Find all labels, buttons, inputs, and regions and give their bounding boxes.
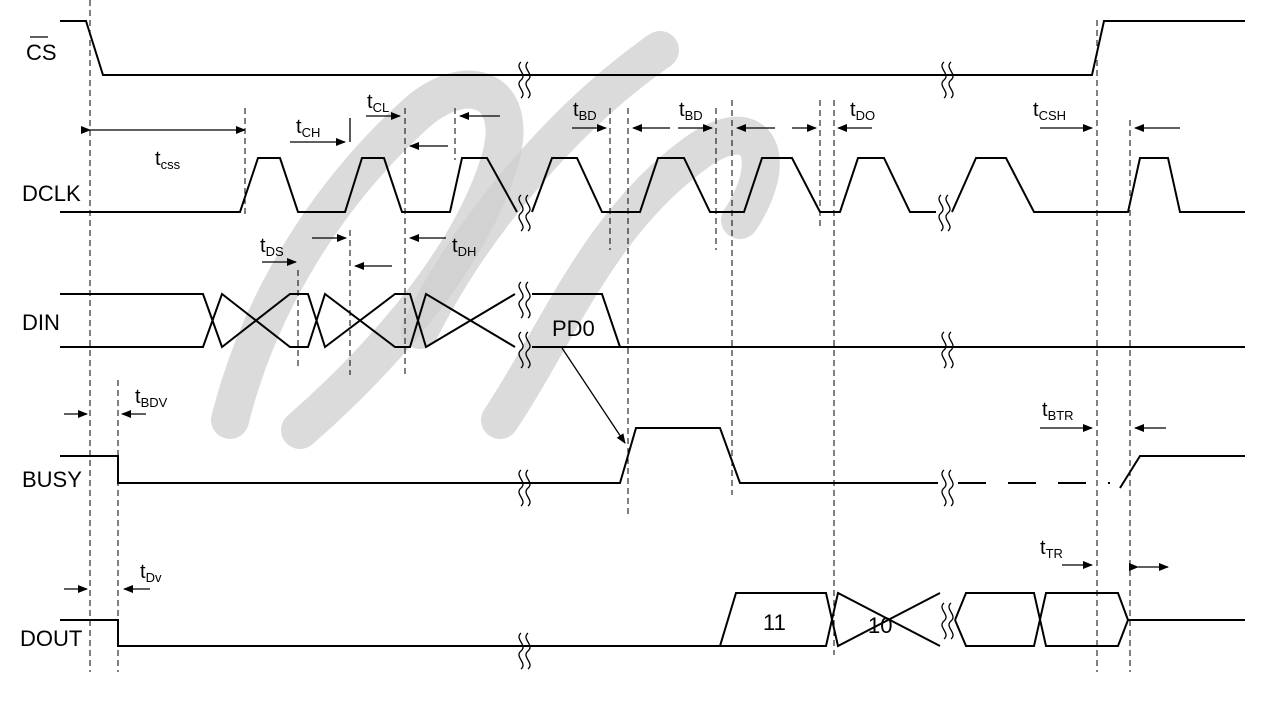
- signal-label-din: DIN: [22, 310, 60, 335]
- label-t-cl: tCL: [367, 91, 389, 115]
- signal-label-dout: DOUT: [20, 626, 82, 651]
- break-symbols: [518, 61, 954, 670]
- label-t-bdv: tBDV: [135, 386, 168, 410]
- dout-bit-11: 11: [763, 610, 786, 635]
- label-t-ch: tCH: [296, 116, 320, 140]
- label-t-css: tcss: [155, 148, 181, 172]
- dout-bit-10: 10: [868, 613, 892, 638]
- din-pd0-label: PD0: [552, 316, 595, 341]
- din-waveform: [60, 292, 1245, 349]
- pd0-to-busy-arrow: [561, 347, 626, 444]
- cs-waveform: [30, 20, 1245, 76]
- signal-label-cs: CS: [26, 40, 57, 65]
- label-t-ds: tDS: [260, 235, 284, 259]
- data-values: PD0 11 10: [552, 316, 892, 638]
- label-t-dv: tDv: [140, 561, 162, 585]
- dout-waveform: [60, 591, 1245, 648]
- dclk-waveform: [60, 157, 1245, 213]
- label-t-tr: tTR: [1040, 537, 1063, 561]
- label-t-do: tDO: [850, 99, 875, 123]
- label-t-bd-2: tBD: [679, 99, 703, 123]
- label-t-bd-1: tBD: [573, 99, 597, 123]
- signal-label-dclk: DCLK: [22, 181, 81, 206]
- busy-waveform: [60, 427, 1245, 489]
- signal-label-busy: BUSY: [22, 467, 82, 492]
- label-t-btr: tBTR: [1042, 399, 1074, 423]
- signal-labels: CS DCLK DIN BUSY DOUT: [20, 40, 82, 651]
- timing-arrows: [64, 112, 1180, 593]
- label-t-dh: tDH: [452, 235, 476, 259]
- label-t-csh: tCSH: [1033, 99, 1066, 123]
- timing-labels: tcss tCH tCL tBD tBD tDO tCSH tDS tDH tB…: [135, 91, 1074, 585]
